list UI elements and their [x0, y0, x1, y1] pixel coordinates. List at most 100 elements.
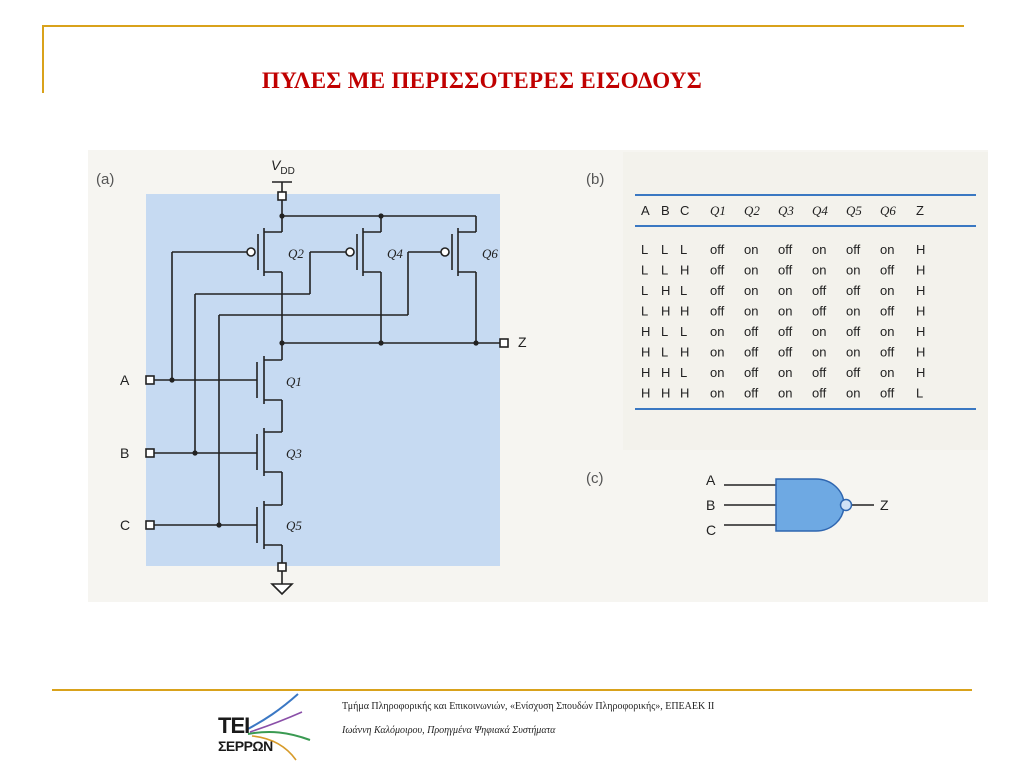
table-cell: on — [710, 386, 724, 401]
table-cell: H — [680, 263, 689, 278]
table-cell: on — [744, 242, 758, 257]
table-cell: L — [661, 242, 668, 257]
table-cell: on — [778, 283, 792, 298]
junction-dots — [169, 213, 479, 528]
input-b-label: B — [120, 445, 129, 461]
table-cell: L — [641, 242, 648, 257]
slide-title: ΠΥΛΕΣ ΜΕ ΠΕΡΙΣΣΟΤΕΡΕΣ ΕΙΣΟΔΟΥΣ — [261, 68, 703, 93]
circuit-wires — [145, 181, 509, 596]
footer-divider — [52, 689, 972, 691]
table-cell: H — [916, 283, 925, 298]
table-cell: off — [744, 324, 759, 339]
table-cell: off — [812, 283, 827, 298]
gate-input-b-label: B — [706, 497, 715, 513]
table-cell: L — [680, 365, 687, 380]
gate-input-a-label: A — [706, 472, 716, 488]
table-header-cell: Z — [916, 203, 924, 218]
table-cell: on — [744, 304, 758, 319]
table-cell: on — [812, 263, 826, 278]
table-cell: L — [680, 242, 687, 257]
table-header-cell: Q5 — [846, 203, 862, 218]
transistor-q2-label: Q2 — [288, 246, 304, 261]
table-cell: H — [680, 304, 689, 319]
table-cell: off — [778, 263, 793, 278]
table-cell: H — [916, 242, 925, 257]
table-cell: on — [880, 324, 894, 339]
table-cell: off — [710, 242, 725, 257]
table-cell: H — [641, 345, 650, 360]
table-cell: H — [641, 324, 650, 339]
vdd-label-sub: DD — [280, 166, 294, 177]
table-cell: on — [812, 242, 826, 257]
footer-line-2: Ιωάννη Καλόμοιρου, Προηγμένα Ψηφιακά Συσ… — [342, 725, 556, 736]
table-cell: L — [680, 324, 687, 339]
table-header-cell: B — [661, 203, 670, 218]
table-cell: L — [641, 304, 648, 319]
input-a-label: A — [120, 372, 130, 388]
table-cell: H — [680, 345, 689, 360]
vdd-label-main: V — [271, 157, 282, 173]
table-cell: on — [880, 365, 894, 380]
table-header-cell: Q6 — [880, 203, 896, 218]
logo-swoosh-icon — [245, 693, 311, 761]
table-cell: off — [778, 242, 793, 257]
gate-input-c-label: C — [706, 522, 716, 538]
table-cell: L — [661, 263, 668, 278]
table-cell: L — [661, 345, 668, 360]
table-cell: off — [880, 304, 895, 319]
table-cell: off — [812, 386, 827, 401]
table-cell: H — [680, 386, 689, 401]
table-cell: off — [710, 263, 725, 278]
transistor-q4-label: Q4 — [387, 246, 403, 261]
table-cell: off — [710, 283, 725, 298]
part-c-label: (c) — [586, 470, 604, 487]
table-cell: on — [846, 386, 860, 401]
table-cell: off — [744, 365, 759, 380]
truth-table-background — [623, 152, 988, 450]
transistor-q6-label: Q6 — [482, 246, 498, 261]
table-header-cell: Q1 — [710, 203, 726, 218]
table-cell: off — [846, 283, 861, 298]
table-cell: on — [710, 365, 724, 380]
table-cell: off — [778, 345, 793, 360]
figure-scan: (a) — [88, 150, 988, 602]
table-cell: off — [778, 324, 793, 339]
table-cell: L — [916, 386, 923, 401]
table-cell: off — [744, 345, 759, 360]
table-cell: H — [661, 386, 670, 401]
table-cell: on — [744, 283, 758, 298]
table-cell: L — [641, 263, 648, 278]
table-cell: on — [812, 324, 826, 339]
table-cell: on — [744, 263, 758, 278]
table-cell: H — [641, 386, 650, 401]
table-cell: off — [880, 386, 895, 401]
table-cell: on — [812, 345, 826, 360]
table-cell: H — [641, 365, 650, 380]
table-cell: H — [661, 283, 670, 298]
table-cell: on — [778, 386, 792, 401]
table-cell: on — [710, 345, 724, 360]
vdd-label: VDD — [271, 157, 295, 177]
transistor-q5-label: Q5 — [286, 518, 302, 533]
table-cell: H — [916, 324, 925, 339]
table-cell: off — [744, 386, 759, 401]
table-cell: H — [916, 263, 925, 278]
table-cell: off — [880, 345, 895, 360]
table-cell: on — [880, 283, 894, 298]
output-z-label: Z — [518, 334, 527, 350]
table-header-cell: A — [641, 203, 650, 218]
table-cell: H — [916, 304, 925, 319]
table-header-cell: Q2 — [744, 203, 760, 218]
table-cell: H — [661, 365, 670, 380]
table-cell: off — [812, 304, 827, 319]
top-border-line — [42, 25, 964, 27]
